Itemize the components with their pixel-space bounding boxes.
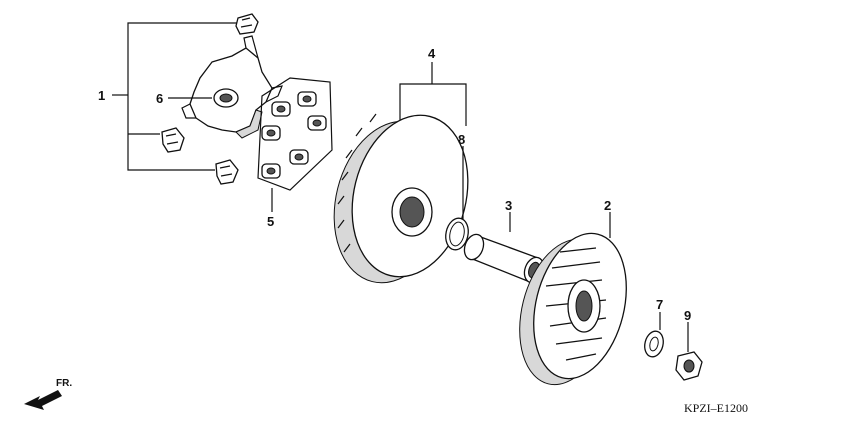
callout-1: 1 bbox=[98, 88, 105, 103]
direction-label: FR. bbox=[56, 378, 72, 389]
washer bbox=[644, 330, 664, 358]
circlip bbox=[445, 217, 469, 251]
drive-face-fan bbox=[519, 232, 627, 386]
roller-weight bbox=[289, 149, 309, 165]
bracket-part-4 bbox=[399, 62, 467, 126]
bracket-part-5 bbox=[257, 77, 333, 212]
slider-clip-bottom bbox=[215, 159, 239, 185]
drive-collar bbox=[463, 233, 545, 284]
roller-weight bbox=[271, 101, 291, 117]
callout-2: 2 bbox=[604, 198, 611, 213]
callout-3: 3 bbox=[505, 198, 512, 213]
callout-8: 8 bbox=[458, 132, 465, 147]
ramp-plate bbox=[181, 35, 283, 139]
bracket-part-1 bbox=[112, 22, 240, 171]
movable-drive-face bbox=[333, 113, 469, 284]
roller-weights bbox=[261, 91, 327, 179]
front-direction-arrow: FR. bbox=[24, 378, 72, 410]
roller-weight bbox=[307, 115, 327, 131]
slider-clip-top bbox=[235, 13, 259, 35]
roller-weight bbox=[261, 125, 281, 141]
slider-clip-middle bbox=[161, 127, 185, 153]
callout-7: 7 bbox=[656, 297, 663, 312]
roller-weight bbox=[297, 91, 317, 107]
diagram-code: KPZI–E1200 bbox=[684, 401, 748, 415]
callout-6: 6 bbox=[156, 91, 163, 106]
callout-5: 5 bbox=[267, 214, 274, 229]
flange-nut bbox=[675, 351, 703, 381]
callout-4: 4 bbox=[428, 46, 436, 61]
callout-9: 9 bbox=[684, 308, 691, 323]
roller-weight bbox=[261, 163, 281, 179]
